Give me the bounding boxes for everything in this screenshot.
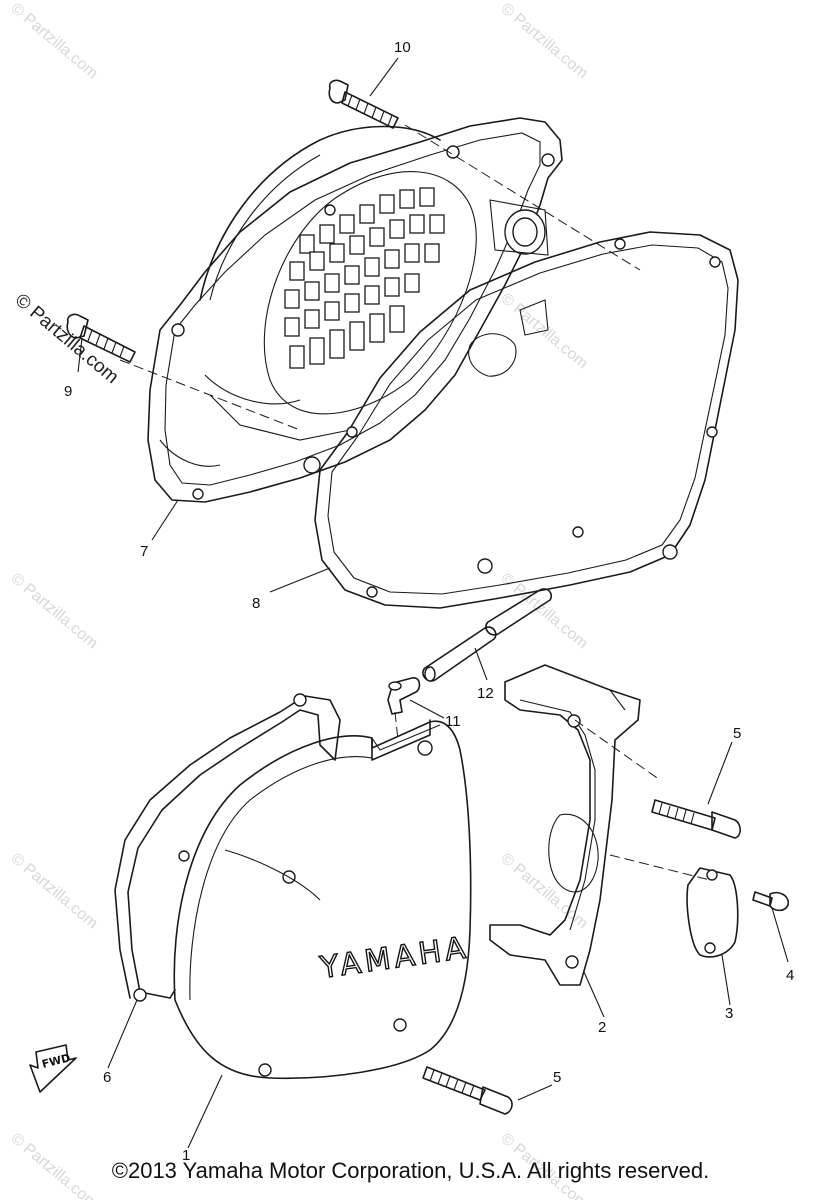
watermark: © Partzilla.com (7, 570, 101, 652)
callout-6: 6 (103, 1069, 111, 1086)
part-11-fitting (387, 677, 421, 715)
callout-8: 8 (252, 595, 260, 612)
part-9-screw (66, 313, 136, 363)
part-1-cover: YAMAHA (173, 719, 472, 1080)
part-6-gasket (114, 693, 341, 1002)
watermark: © Partzilla.com (497, 570, 591, 652)
part-8-gasket (314, 231, 739, 609)
callout-3: 3 (725, 1005, 733, 1022)
copyright-notice: ©2013 Yamaha Motor Corporation, U.S.A. A… (111, 1158, 710, 1183)
part-2-bracket (489, 664, 641, 986)
watermarks: © Partzilla.com © Partzilla.com © Partzi… (7, 0, 591, 1200)
watermark: © Partzilla.com (7, 0, 101, 82)
part-5-screw-lower (422, 1066, 513, 1115)
part-10-screw (328, 79, 399, 129)
leader-lines (77, 57, 789, 1149)
part-12-hose (422, 588, 553, 682)
alignment-line (609, 854, 711, 881)
alignment-line (119, 359, 301, 431)
watermark-dark: © Partzilla.com (11, 290, 123, 388)
yamaha-logo: YAMAHA (317, 930, 471, 986)
watermark: © Partzilla.com (497, 0, 591, 82)
part-7-cover (147, 117, 563, 503)
watermark: © Partzilla.com (7, 850, 101, 932)
fwd-label: FWD (41, 1051, 72, 1071)
callout-2: 2 (598, 1019, 606, 1036)
callout-10: 10 (394, 39, 411, 56)
callout-5-upper: 5 (733, 725, 741, 742)
callout-1: 1 (182, 1147, 190, 1164)
callout-11: 11 (445, 713, 461, 730)
callout-12: 12 (477, 685, 494, 702)
alignment-line (574, 719, 661, 781)
part-5-screw-upper (651, 799, 742, 839)
part-4-screw (752, 891, 789, 912)
callouts: 10 9 7 8 12 11 5 4 3 2 6 5 1 (64, 39, 794, 1164)
part-3-cap (686, 867, 739, 958)
fwd-arrow: FWD (29, 1044, 77, 1093)
alignment-line (394, 711, 399, 741)
callout-7: 7 (140, 543, 148, 560)
grille (284, 187, 445, 369)
callout-9: 9 (64, 383, 72, 400)
alignment-line (404, 124, 641, 271)
callout-4: 4 (786, 967, 794, 984)
callout-5-lower: 5 (553, 1069, 561, 1086)
